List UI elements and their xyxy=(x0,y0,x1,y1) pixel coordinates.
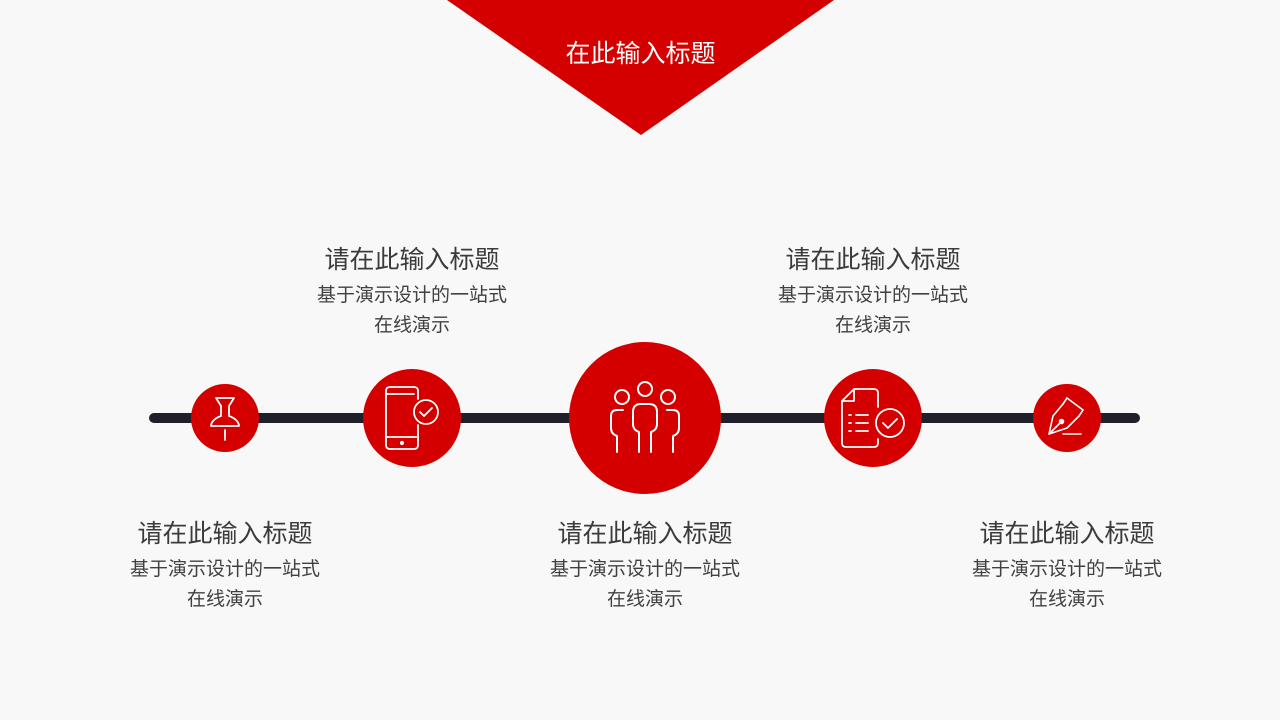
caption-desc-line-2: 在线演示 xyxy=(834,314,911,336)
caption-desc-line-2: 在线演示 xyxy=(1028,588,1105,610)
document-check-icon xyxy=(841,388,905,448)
banner-triangle-shape xyxy=(447,0,834,135)
timeline-caption-5: 请在此输入标题 基于演示设计的一站式 在线演示 xyxy=(937,518,1197,614)
caption-desc-line-1: 基于演示设计的一站式 xyxy=(777,284,968,306)
caption-desc-line-2: 在线演示 xyxy=(606,588,683,610)
caption-description: 基于演示设计的一站式 在线演示 xyxy=(743,280,1003,340)
caption-description: 基于演示设计的一站式 在线演示 xyxy=(282,280,542,340)
slide-title: 在此输入标题 xyxy=(565,39,716,68)
caption-title: 请在此输入标题 xyxy=(324,245,500,274)
team-icon xyxy=(610,381,680,453)
title-banner: 在此输入标题 xyxy=(447,0,834,135)
timeline-caption-4: 请在此输入标题 基于演示设计的一站式 在线演示 xyxy=(743,244,1003,340)
caption-title: 请在此输入标题 xyxy=(979,519,1155,548)
caption-desc-line-1: 基于演示设计的一站式 xyxy=(316,284,507,306)
timeline-caption-2: 请在此输入标题 基于演示设计的一站式 在线演示 xyxy=(282,244,542,340)
timeline-node-1 xyxy=(191,384,259,452)
timeline-node-5 xyxy=(1033,384,1101,452)
timeline-caption-1: 请在此输入标题 基于演示设计的一站式 在线演示 xyxy=(95,518,355,614)
caption-title: 请在此输入标题 xyxy=(785,245,961,274)
timeline-node-2 xyxy=(363,369,461,467)
pushpin-icon xyxy=(210,397,240,441)
caption-desc-line-2: 在线演示 xyxy=(186,588,263,610)
phone-check-icon xyxy=(385,386,439,450)
caption-title: 请在此输入标题 xyxy=(557,519,733,548)
caption-desc-line-1: 基于演示设计的一站式 xyxy=(129,558,320,580)
pen-nib-icon xyxy=(1048,397,1084,435)
caption-description: 基于演示设计的一站式 在线演示 xyxy=(515,554,775,614)
caption-desc-line-1: 基于演示设计的一站式 xyxy=(971,558,1162,580)
timeline-node-4 xyxy=(824,369,922,467)
caption-desc-line-1: 基于演示设计的一站式 xyxy=(549,558,740,580)
caption-description: 基于演示设计的一站式 在线演示 xyxy=(937,554,1197,614)
timeline-caption-3: 请在此输入标题 基于演示设计的一站式 在线演示 xyxy=(515,518,775,614)
caption-description: 基于演示设计的一站式 在线演示 xyxy=(95,554,355,614)
timeline-node-3 xyxy=(569,342,721,494)
caption-title: 请在此输入标题 xyxy=(137,519,313,548)
caption-desc-line-2: 在线演示 xyxy=(373,314,450,336)
